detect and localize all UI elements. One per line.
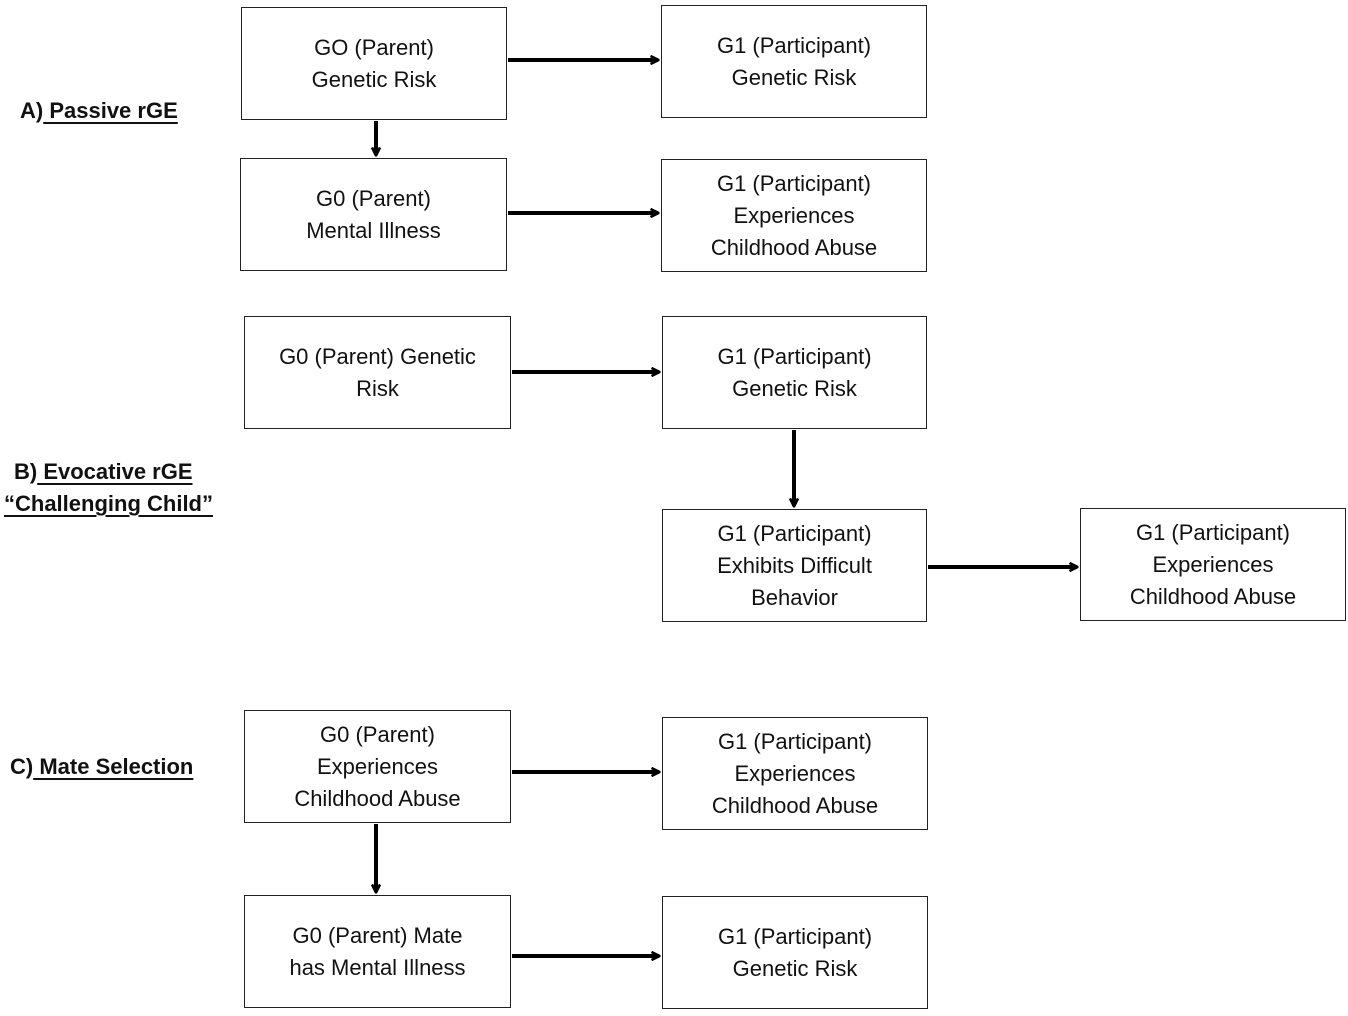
section-c-label: C) Mate Selection xyxy=(10,751,193,783)
a-g0-mental-illness-box: G0 (Parent) Mental Illness xyxy=(240,158,507,271)
c-g0-childhood-abuse-box: G0 (Parent) Experiences Childhood Abuse xyxy=(244,710,511,823)
section-a-prefix: A) xyxy=(20,98,44,123)
b-g1-childhood-abuse-box: G1 (Participant) Experiences Childhood A… xyxy=(1080,508,1346,621)
section-b-title: Evocative rGE xyxy=(37,459,193,484)
section-b-subtitle-text: “Challenging Child” xyxy=(4,491,213,516)
a-g1-genetic-risk-box: G1 (Participant) Genetic Risk xyxy=(661,5,927,118)
section-a-title: Passive rGE xyxy=(43,98,178,123)
section-b-prefix: B) xyxy=(14,459,38,484)
section-b-subtitle: “Challenging Child” xyxy=(4,488,213,520)
section-a-label: A) Passive rGE xyxy=(20,95,178,127)
a-g1-childhood-abuse-box: G1 (Participant) Experiences Childhood A… xyxy=(661,159,927,272)
section-c-title: Mate Selection xyxy=(33,754,194,779)
c-g1-childhood-abuse-box: G1 (Participant) Experiences Childhood A… xyxy=(662,717,928,830)
b-g0-genetic-risk-box: G0 (Parent) Genetic Risk xyxy=(244,316,511,429)
section-b-label: B) Evocative rGE xyxy=(14,456,193,488)
c-g1-genetic-risk-box: G1 (Participant) Genetic Risk xyxy=(662,896,928,1009)
b-g1-difficult-behavior-box: G1 (Participant) Exhibits Difficult Beha… xyxy=(662,509,927,622)
section-c-prefix: C) xyxy=(10,754,34,779)
b-g1-genetic-risk-box: G1 (Participant) Genetic Risk xyxy=(662,316,927,429)
a-g0-genetic-risk-box: GO (Parent) Genetic Risk xyxy=(241,7,507,120)
c-g0-mate-mental-illness-box: G0 (Parent) Mate has Mental Illness xyxy=(244,895,511,1008)
